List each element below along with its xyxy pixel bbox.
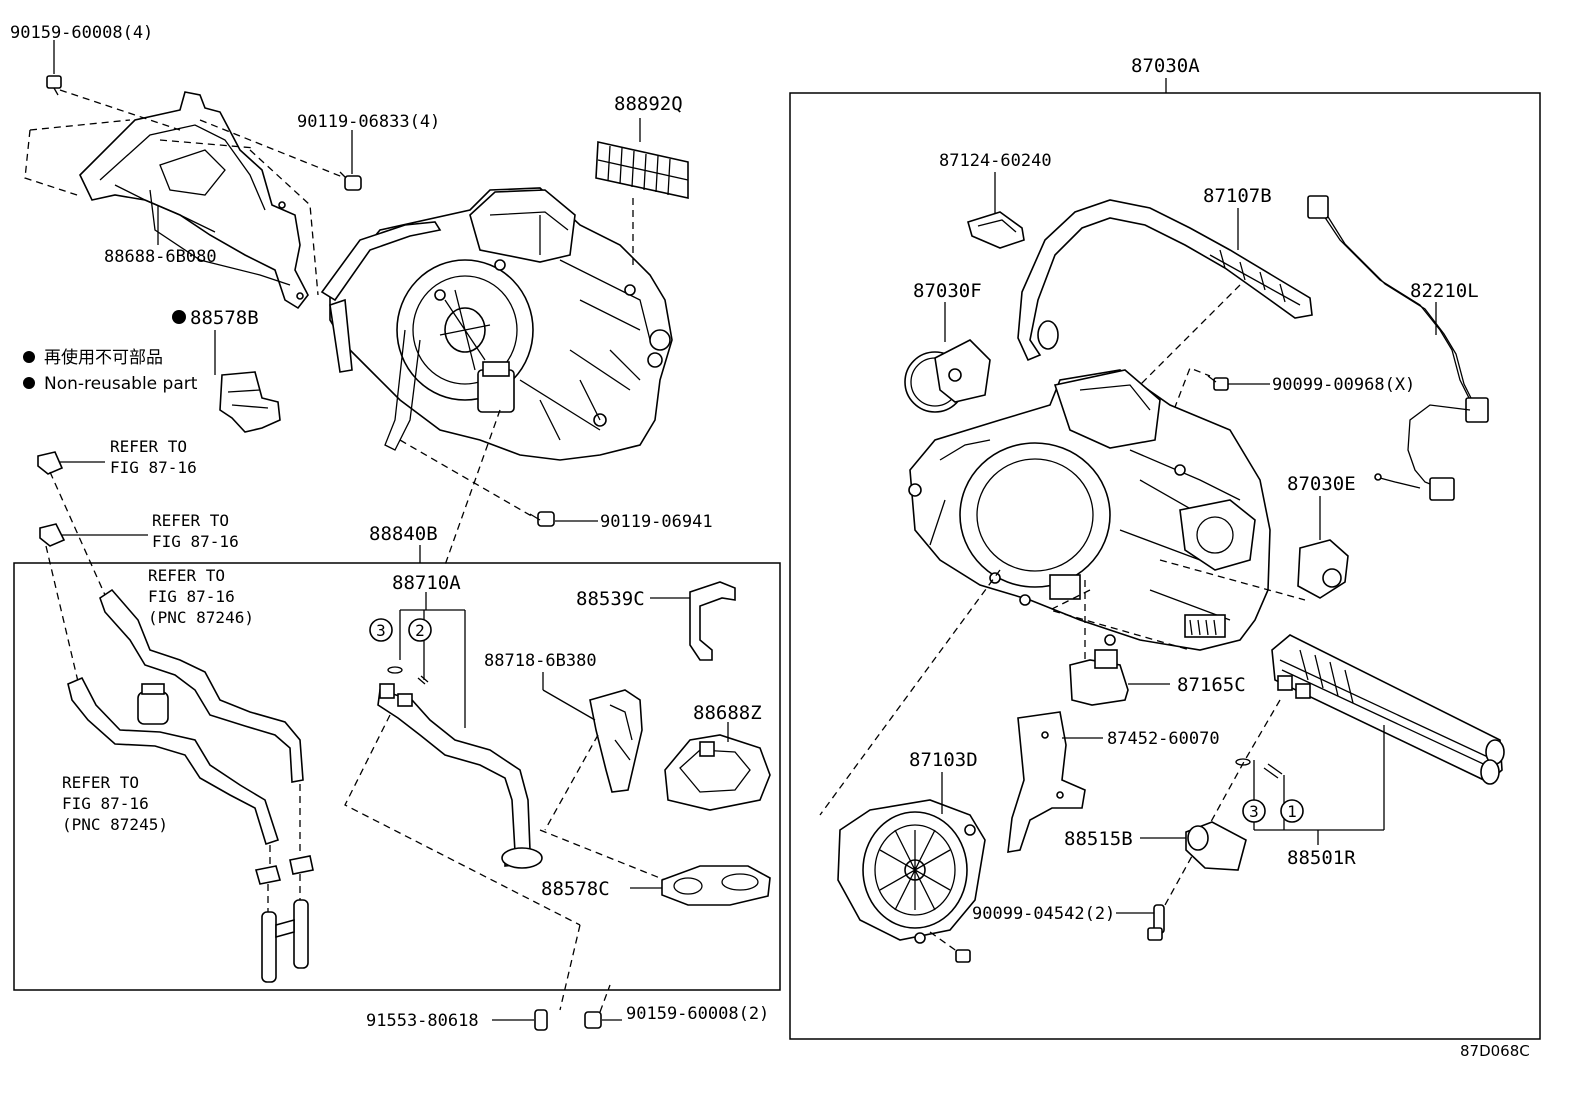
label-90119-06941: 90119-06941	[600, 512, 713, 532]
ref-text-1a: REFER TO	[110, 437, 187, 456]
legend-en: Non-reusable part	[44, 374, 198, 394]
label-88718-6B380: 88718-6B380	[484, 651, 597, 671]
label-88710A: 88710A	[392, 572, 461, 594]
clamp-ref-1	[37, 451, 64, 475]
bolt-90159-60008-bottom	[584, 1011, 602, 1029]
pipe-87107B	[1017, 199, 1313, 362]
label-88688-6B080: 88688-6B080	[104, 247, 217, 267]
hose-87245	[67, 676, 280, 846]
hvac-unit-left	[320, 187, 673, 461]
label-88501R: 88501R	[1287, 847, 1356, 869]
label-90099-04542-2: 90099-04542(2)	[972, 904, 1115, 924]
label-87452-60070: 87452-60070	[1107, 729, 1220, 749]
bolt-90119-06833	[339, 171, 362, 191]
label-90159-60008-4: 90159-60008(4)	[10, 23, 153, 43]
label-91553-80618: 91553-80618	[366, 1011, 479, 1031]
cover-88688Z	[664, 734, 771, 811]
screw-90099-00968	[1207, 375, 1229, 391]
label-88515B: 88515B	[1064, 828, 1133, 850]
non-reusable-dot-icon	[172, 310, 186, 324]
ref-text-3b: FIG 87-16	[148, 587, 235, 606]
gear-87030F	[904, 339, 991, 413]
label-88578C: 88578C	[541, 878, 610, 900]
bracket-87452-60070	[1007, 711, 1086, 853]
label-90119-06833-4: 90119-06833(4)	[297, 112, 440, 132]
pipe-88710A	[377, 683, 543, 869]
label-88578B: 88578B	[190, 307, 259, 329]
ref-text-2a: REFER TO	[152, 511, 229, 530]
seal-88578C	[661, 865, 771, 906]
bracket-88688-6B080	[79, 91, 309, 310]
sub-assembly-box-87030A	[789, 92, 1541, 1040]
label-87030E: 87030E	[1287, 473, 1356, 495]
label-90159-60008-2: 90159-60008(2)	[626, 1004, 769, 1024]
sub-assembly-box-88840B	[13, 562, 781, 991]
svg-text:1: 1	[1287, 802, 1297, 821]
ref-text-3a: REFER TO	[148, 566, 225, 585]
screw-blower	[955, 949, 971, 963]
svg-text:3: 3	[376, 621, 386, 640]
hose-88539C	[689, 581, 736, 661]
callout-1-right: 1	[1280, 799, 1304, 823]
harness-82210L	[1307, 195, 1489, 501]
ref-text-4b: FIG 87-16	[62, 794, 149, 813]
legend-dot-icon-jp	[23, 351, 35, 363]
svg-text:3: 3	[1249, 802, 1259, 821]
ref-text-2b: FIG 87-16	[152, 532, 239, 551]
hose-87246	[99, 588, 304, 783]
heater-core-88501R	[1271, 634, 1505, 785]
label-90099-00968: 90099-00968(X)	[1272, 375, 1415, 395]
label-88892Q: 88892Q	[614, 93, 683, 115]
filter-88892Q	[595, 141, 689, 199]
callout-2-left: 2	[408, 618, 432, 642]
ref-text-4c: (PNC 87245)	[62, 815, 168, 834]
label-87165C: 87165C	[1177, 674, 1246, 696]
bolt-90159-60008-top	[46, 75, 62, 96]
svg-text:2: 2	[415, 621, 425, 640]
blower-resistor-87165C	[1069, 649, 1129, 706]
label-88688Z: 88688Z	[693, 702, 762, 724]
callout-3-left: 3	[369, 618, 393, 642]
screw-90099-04542	[1147, 904, 1165, 941]
bracket-88718-6B380	[589, 689, 643, 793]
clamp-ref-2	[39, 523, 66, 547]
label-87030A: 87030A	[1131, 55, 1200, 77]
label-88840B: 88840B	[369, 523, 438, 545]
label-88539C: 88539C	[576, 588, 645, 610]
legend-jp: 再使用不可部品	[44, 347, 163, 368]
ref-text-1b: FIG 87-16	[110, 458, 197, 477]
pipe-joint	[261, 899, 309, 983]
ref-text-3c: (PNC 87246)	[148, 608, 254, 627]
ref-text-4a: REFER TO	[62, 773, 139, 792]
sensor-88515B	[1185, 821, 1247, 871]
clamps-lower	[254, 855, 314, 885]
blower-87103D	[837, 799, 986, 944]
label-87107B: 87107B	[1203, 185, 1272, 207]
part-87124-60240	[967, 211, 1025, 249]
label-87030F: 87030F	[913, 280, 982, 302]
callout-3-right: 3	[1242, 799, 1266, 823]
hvac-unit-right	[908, 369, 1271, 651]
bolt-90119-06941	[529, 511, 555, 527]
actuator-87030E	[1297, 539, 1349, 599]
bolt-91553-80618	[534, 1009, 548, 1031]
legend-dot-icon-en	[23, 377, 35, 389]
label-82210L: 82210L	[1410, 280, 1479, 302]
diagram-id: 87D068C	[1460, 1042, 1530, 1060]
label-87124-60240: 87124-60240	[939, 151, 1052, 171]
seal-88578B	[219, 371, 281, 433]
label-87103D: 87103D	[909, 749, 978, 771]
